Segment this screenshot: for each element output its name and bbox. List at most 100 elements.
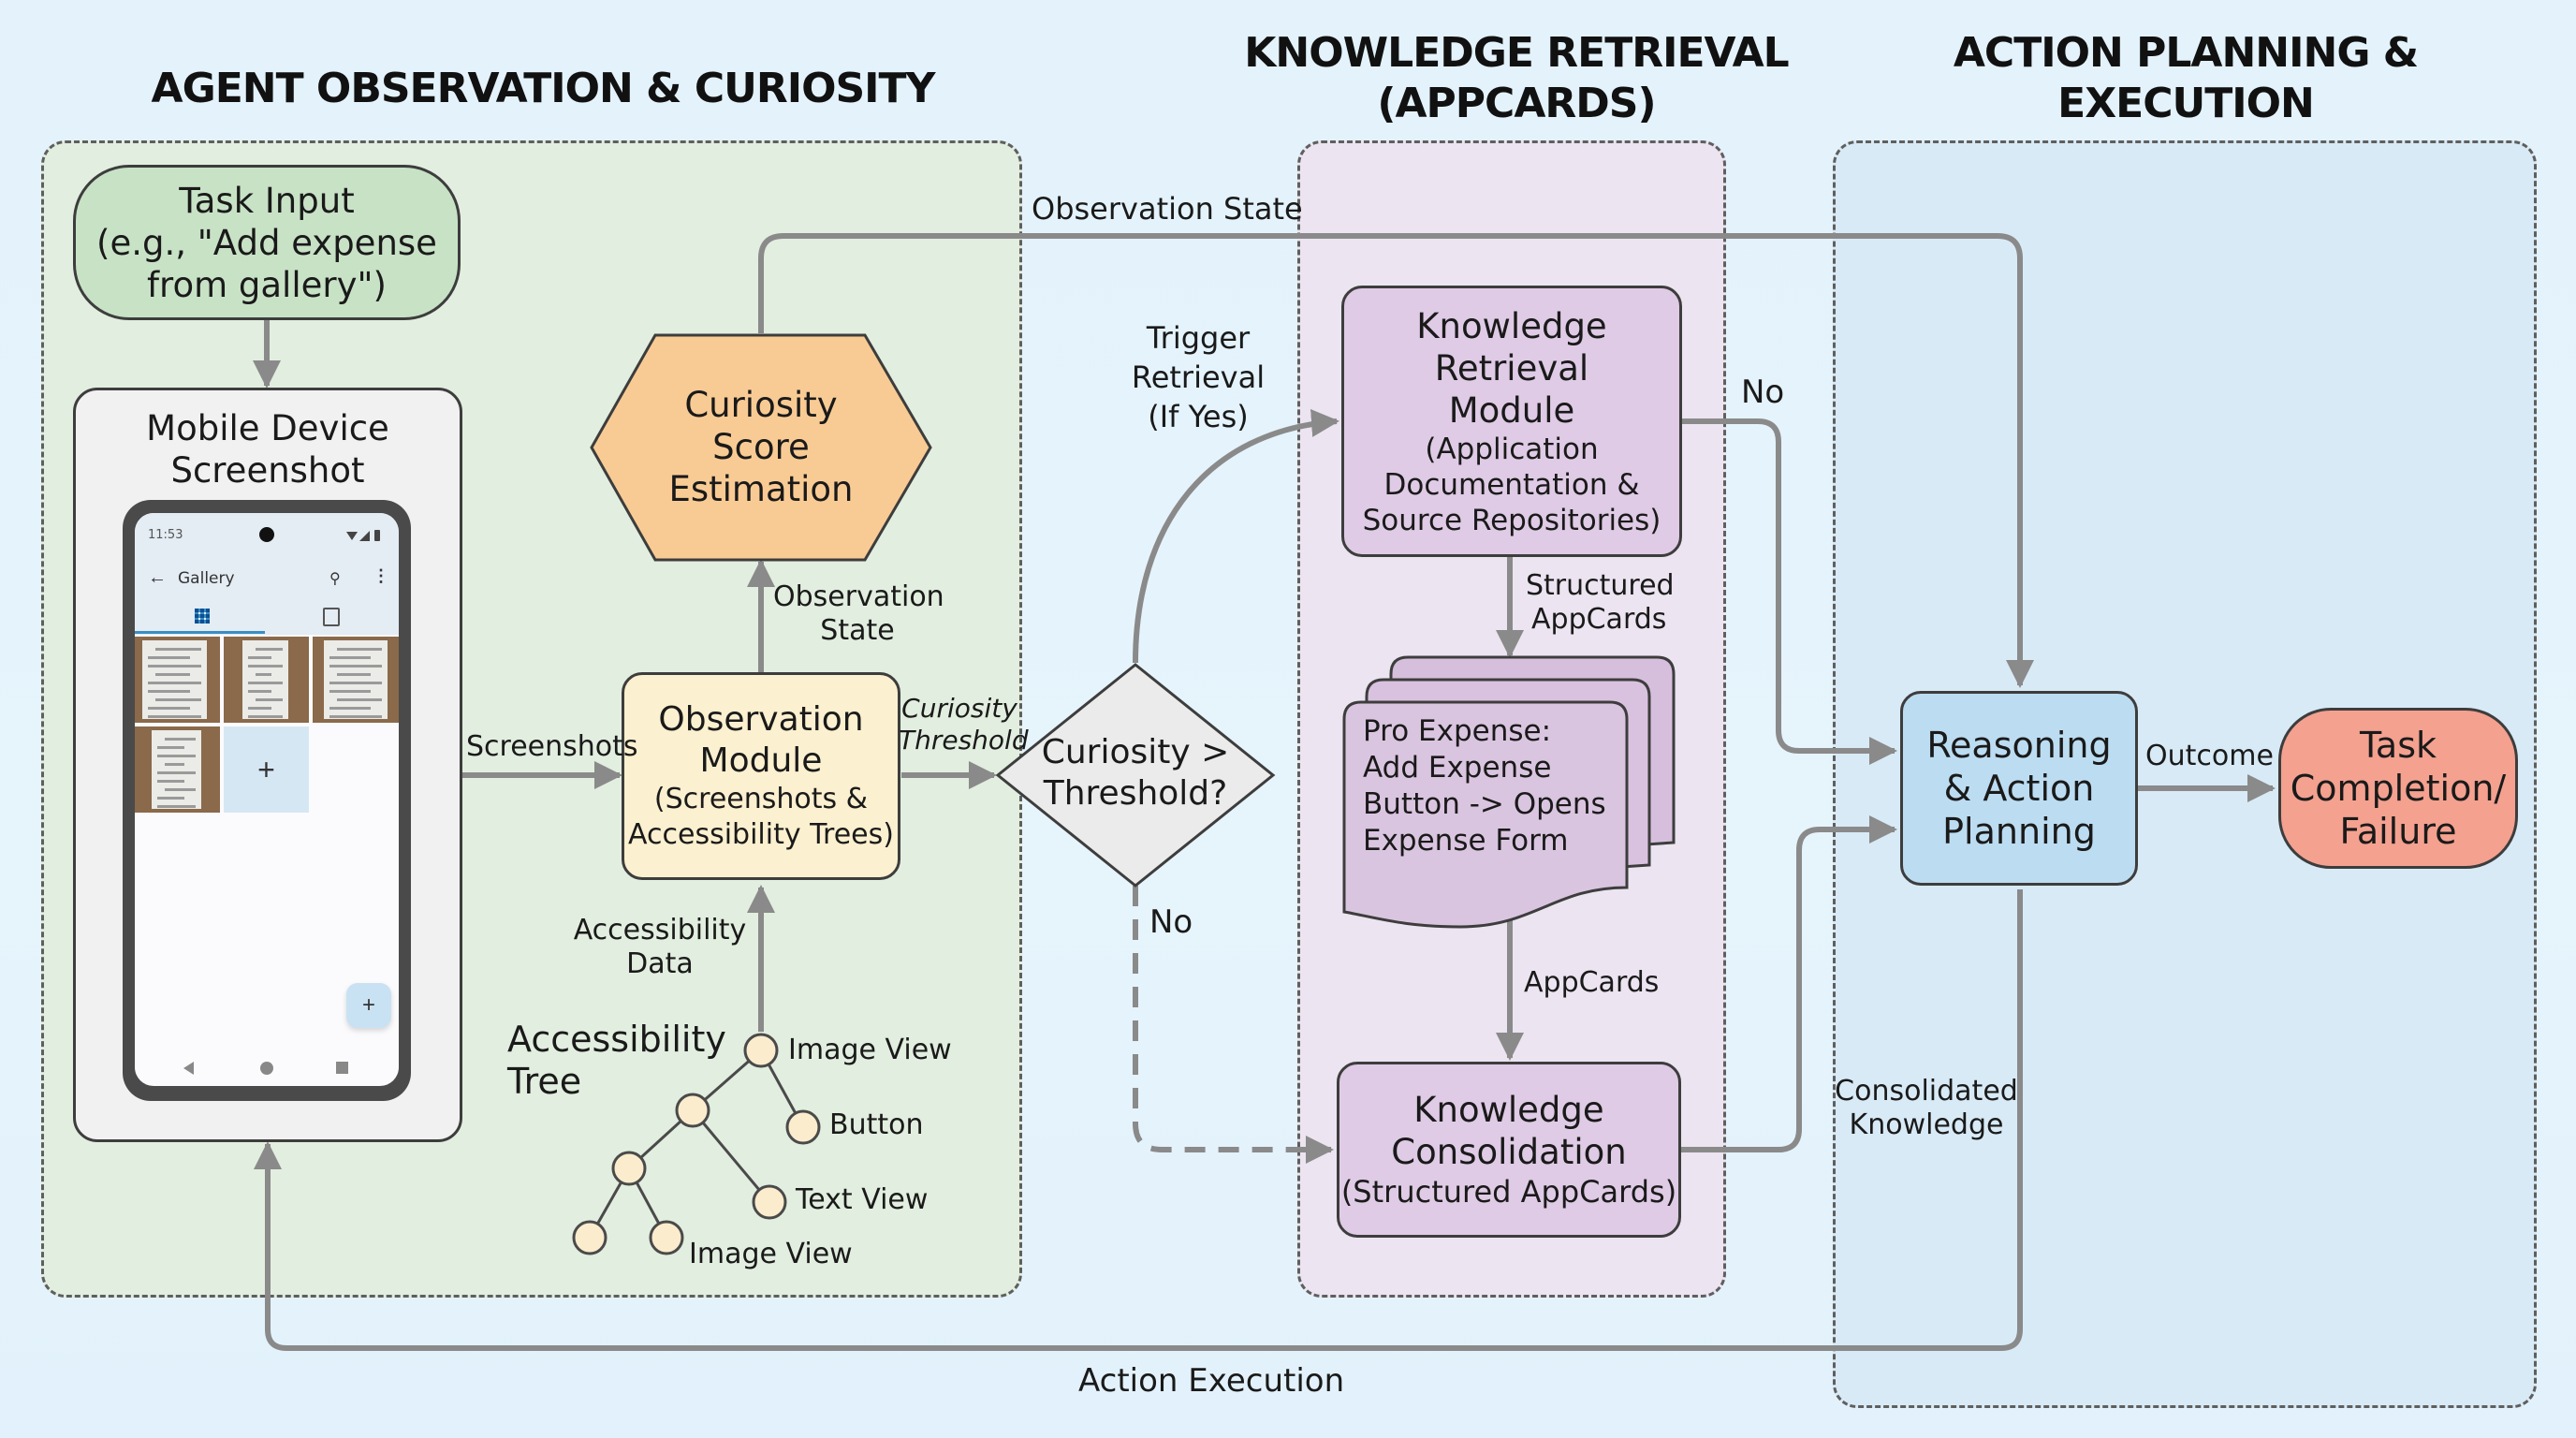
more-vert-icon[interactable]: ⋮ (373, 566, 389, 585)
status-time: 11:53 (148, 528, 183, 542)
label-structured-appcards-2: AppCards (1531, 603, 1667, 636)
reasoning-line3: Planning (1942, 811, 2096, 852)
accessibility-tree-title-1: Accessibility (507, 1019, 726, 1060)
receipt-text-line (165, 788, 196, 791)
camera-cutout-icon (259, 527, 274, 542)
decision-line2: Threshold? (1043, 774, 1228, 813)
tree-node-textview (752, 1184, 787, 1220)
receipt-text-line (157, 755, 196, 757)
receipt-text-line (248, 707, 271, 710)
receipt-text-line (148, 707, 190, 710)
appcard-line2: Add Expense (1363, 751, 1552, 785)
task-input-node[interactable]: Task Input (e.g., "Add expense from gall… (73, 165, 461, 320)
contact-tab-icon[interactable] (323, 608, 340, 626)
label-appcards: AppCards (1524, 966, 1660, 999)
label-consolidated-knowledge-2: Knowledge (1849, 1108, 2004, 1141)
wifi-icon (346, 532, 358, 540)
nav-back-icon[interactable] (183, 1062, 194, 1075)
task-input-example-1: (e.g., "Add expense (96, 222, 437, 263)
receipt-text-line (155, 673, 190, 676)
curiosity-score-line1: Curiosity (684, 385, 838, 425)
mobile-screenshot-title-1: Mobile Device (146, 408, 389, 448)
receipt-text-line (155, 698, 201, 701)
label-observation-state-1: Observation (773, 580, 944, 613)
tree-node-leaf-1 (572, 1220, 607, 1255)
appcard-line3: Button -> Opens (1363, 787, 1606, 821)
receipt-text-line (165, 763, 184, 766)
task-completion-line1: Task (2359, 725, 2437, 766)
knowledge-retrieval-title-2: Retrieval (1434, 347, 1589, 389)
receipt-text-line (329, 682, 382, 684)
knowledge-retrieval-title-1: Knowledge (1416, 305, 1607, 346)
knowledge-consolidation-node[interactable]: Knowledge Consolidation (Structured AppC… (1337, 1062, 1681, 1238)
label-trigger-retrieval: Trigger Retrieval (If Yes) (1114, 318, 1282, 436)
knowledge-retrieval-sub-3: Source Repositories) (1362, 503, 1661, 537)
nav-recents-icon[interactable] (336, 1062, 348, 1074)
grid-tab-icon[interactable] (195, 609, 210, 624)
receipt-text-line (329, 690, 371, 693)
receipt-text-line (337, 648, 382, 651)
label-observation-state: Observation State (773, 580, 944, 648)
receipt-text-line (148, 690, 190, 693)
label-accessibility-data: Accessibility Data (571, 914, 749, 981)
knowledge-retrieval-title-3: Module (1448, 389, 1575, 431)
label-structured-appcards-1: Structured (1526, 569, 1675, 602)
decision-node[interactable]: Curiosity > Threshold? (1011, 732, 1260, 814)
task-completion-node[interactable]: Task Completion/ Failure (2278, 708, 2518, 869)
task-completion-line2: Completion/ (2290, 768, 2507, 809)
knowledge-retrieval-sub-1: (Application (1425, 432, 1599, 466)
task-input-title: Task Input (179, 180, 355, 221)
knowledge-consolidation-title-1: Knowledge (1413, 1090, 1604, 1130)
appcard-node[interactable]: Pro Expense: Add Expense Button -> Opens… (1363, 713, 1616, 859)
receipt-text-line (248, 682, 283, 684)
label-outcome: Outcome (2145, 740, 2274, 772)
label-no-decision: No (1149, 903, 1193, 941)
section-title-knowledge-line1: KNOWLEDGE RETRIEVAL (1244, 29, 1789, 77)
gallery-title: Gallery (178, 569, 235, 588)
receipt-text-line (337, 673, 371, 676)
knowledge-consolidation-sub: (Structured AppCards) (1340, 1174, 1677, 1210)
receipt-text-line (256, 698, 283, 701)
task-completion-line3: Failure (2339, 811, 2457, 852)
reasoning-line1: Reasoning (1926, 725, 2112, 766)
add-photo-plus-icon: + (257, 752, 275, 786)
tree-node-button (785, 1109, 821, 1145)
phone-device: 11:53 ← Gallery ⚲ ⋮ + + (123, 500, 411, 1101)
back-arrow-icon[interactable]: ← (148, 567, 167, 588)
gallery-photo-2[interactable] (224, 637, 309, 723)
search-icon[interactable]: ⚲ (329, 571, 341, 587)
label-trigger-retrieval-2: Retrieval (1131, 360, 1266, 395)
appcard-line1: Pro Expense: (1363, 714, 1552, 748)
task-input-example-2: from gallery") (147, 264, 387, 305)
label-trigger-retrieval-3: (If Yes) (1148, 399, 1249, 434)
label-accessibility-data-1: Accessibility (573, 914, 747, 946)
observation-module-sub-2: Accessibility Trees) (628, 818, 894, 851)
gallery-photo-4[interactable] (135, 726, 220, 813)
label-observation-state-2: State (820, 614, 895, 647)
decision-line1: Curiosity > (1041, 733, 1230, 771)
fab-plus-icon: + (361, 992, 375, 1018)
observation-module-title-1: Observation (658, 700, 864, 739)
receipt-text-line (248, 665, 283, 668)
curiosity-score-line2: Score (712, 427, 810, 467)
edge-no-to-consolidation (1133, 886, 1334, 1164)
nav-home-icon[interactable] (260, 1062, 273, 1075)
receipt-text-line (157, 805, 196, 808)
fab-add-button[interactable]: + (346, 983, 391, 1028)
add-photo-tile[interactable]: + (224, 726, 309, 813)
edge-no-to-reasoning (1680, 418, 1897, 765)
accessibility-tree-title: Accessibility Tree (507, 1019, 726, 1103)
receipt-text-line (157, 780, 184, 783)
knowledge-retrieval-node[interactable]: Knowledge Retrieval Module (Application … (1341, 286, 1682, 557)
section-title-action-line1: ACTION PLANNING & (1953, 29, 2419, 77)
gallery-photo-3[interactable] (313, 637, 399, 723)
observation-module-sub-1: (Screenshots & (653, 783, 869, 815)
reasoning-node[interactable]: Reasoning & Action Planning (1900, 691, 2138, 886)
observation-module-node[interactable]: Observation Module (Screenshots & Access… (622, 672, 900, 880)
tree-label-button: Button (829, 1108, 924, 1141)
curiosity-score-node[interactable]: Curiosity Score Estimation (599, 384, 923, 510)
receipt-text-line (248, 656, 271, 659)
gallery-photo-1[interactable] (135, 637, 220, 723)
receipt-text-line (165, 738, 196, 741)
